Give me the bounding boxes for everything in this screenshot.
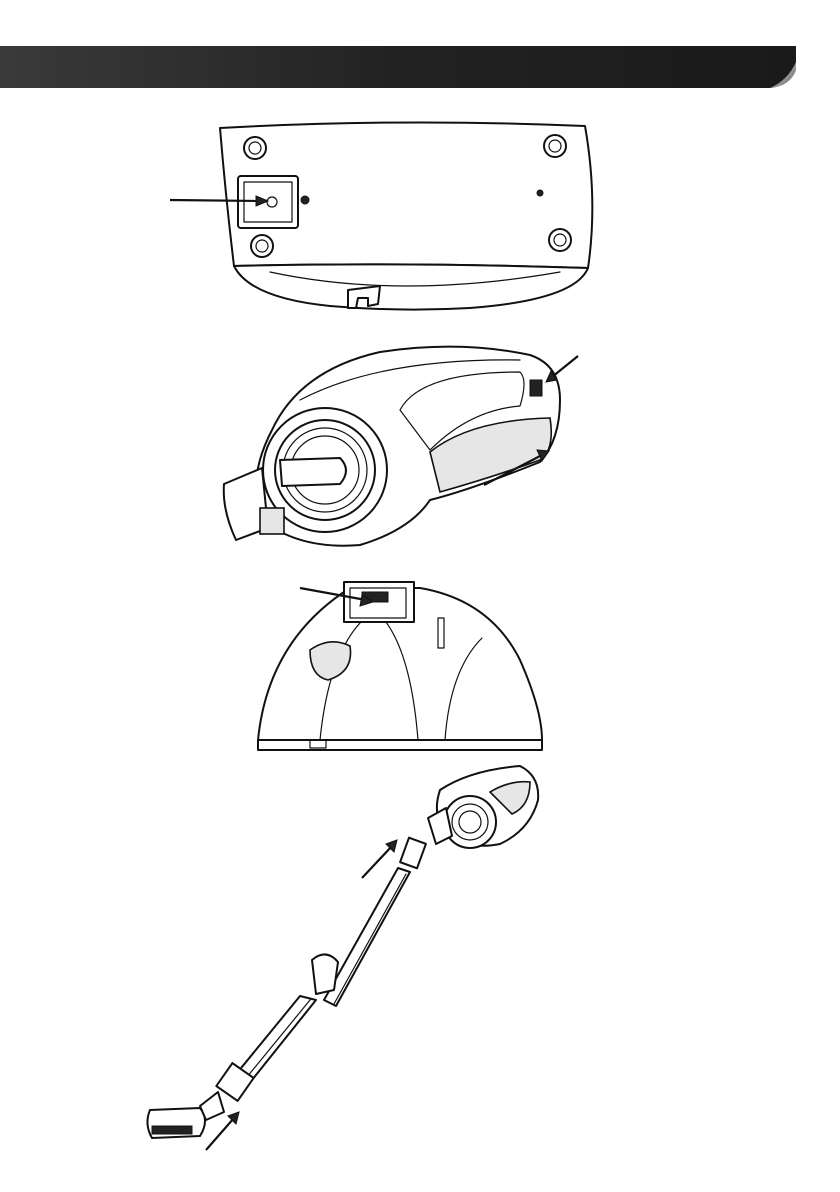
charging-dock-icon	[258, 582, 542, 750]
handheld-vacuum-icon	[224, 347, 578, 546]
base-underside-icon	[170, 122, 592, 309]
stick-assembly-icon	[147, 766, 538, 1150]
